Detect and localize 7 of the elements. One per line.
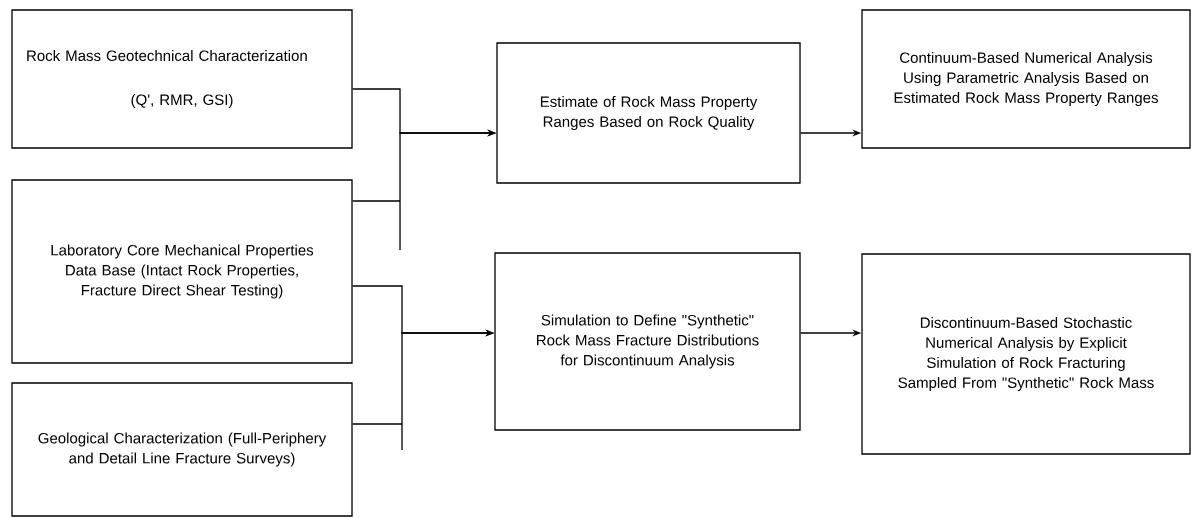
process-box: Rock Mass Geotechnical Characterization (Q', RMR, GSI) (11, 9, 353, 149)
process-box: Discontinuum-Based Stochastic Numerical Analysis by Explicit Simulation of Rock Fracturing Sampled From "Synthetic" Rock Mass (861, 253, 1191, 455)
process-box: Estimate of Rock Mass Property Ranges Based on Rock Quality (496, 42, 801, 184)
process-box: Simulation to Define "Synthetic" Rock Mass Fracture Distributions for Discontinuum Analysis (494, 252, 801, 431)
process-box: Continuum-Based Numerical Analysis Using Parametric Analysis Based on Estimated Rock Mass Property Ranges (861, 9, 1191, 149)
process-box: Laboratory Core Mechanical Properties Data Base (Intact Rock Properties, Fracture Direct Shear Testing) (11, 179, 353, 364)
process-box: Geological Characterization (Full-Periphery and Detail Line Fracture Surveys) (11, 382, 353, 517)
